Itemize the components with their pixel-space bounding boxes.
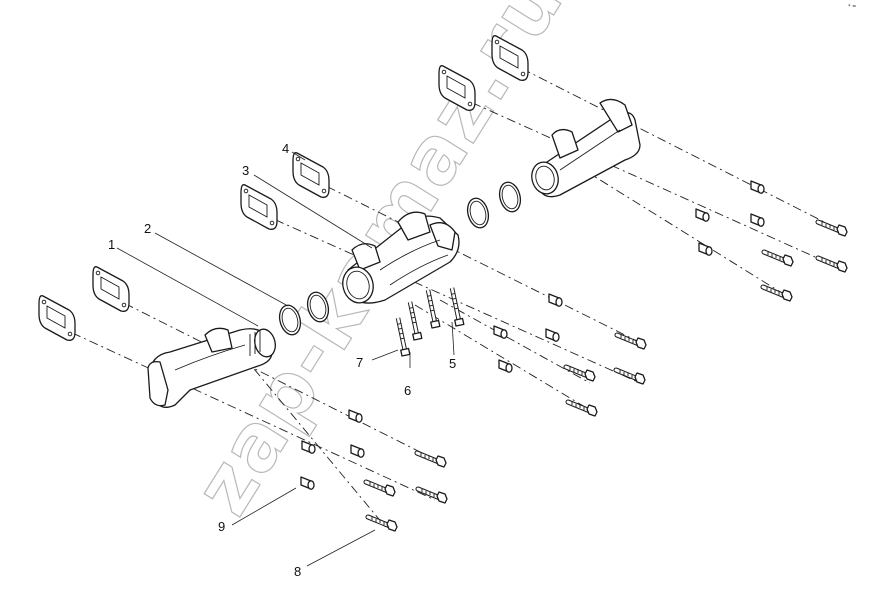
callout-5: 5 [449,356,456,371]
bolt-3 [818,258,847,272]
bolt-4 [763,287,792,301]
callout-4: 4 [282,141,289,156]
bolt-11 [418,489,447,503]
assembly-axis-lines [54,59,845,531]
stud-3 [424,289,440,328]
bolt-10 [366,482,395,496]
gasket-left-lower [38,295,76,341]
stud-4 [448,287,464,326]
spacer-5 [548,293,563,307]
bolt-5 [617,335,646,349]
gasket-center-lower [240,184,278,230]
bolt-9 [417,453,446,467]
callout-2: 2 [144,221,151,236]
spacer-9 [348,409,363,423]
manifold-right-section [531,98,641,198]
sealing-ring-right-a [463,195,493,231]
callout-9: 9 [218,519,225,534]
callout-8: 8 [294,564,301,579]
spacer-1 [750,180,765,194]
sealing-ring-right-b [495,179,525,215]
bolt-2 [764,252,793,266]
spacer-7 [545,328,560,342]
bolt-7 [616,370,645,384]
spacer-3 [750,213,765,227]
spacer-6 [493,325,508,339]
callout-3: 3 [242,163,249,178]
bolt-6 [566,367,595,381]
corner-mark: * = [848,4,856,10]
stud-2 [406,301,422,340]
callout-labels: 1 2 3 4 5 6 7 8 9 [108,141,456,579]
bolt-8 [568,402,597,416]
bolt-1 [818,222,847,236]
spacer-11 [350,444,365,458]
manifold-left-section [147,327,276,408]
bolt-12 [368,517,397,531]
manifold-center-section [342,211,460,304]
gasket-left-upper [92,266,130,312]
spacer-4 [698,242,713,256]
gasket-center-upper [292,152,330,198]
callout-6: 6 [404,383,411,398]
spacer-12 [300,476,315,490]
leader-lines [116,151,455,567]
callout-7: 7 [356,355,363,370]
callout-1: 1 [108,237,115,252]
spacer-2 [695,208,710,222]
spacer-8 [498,359,513,373]
